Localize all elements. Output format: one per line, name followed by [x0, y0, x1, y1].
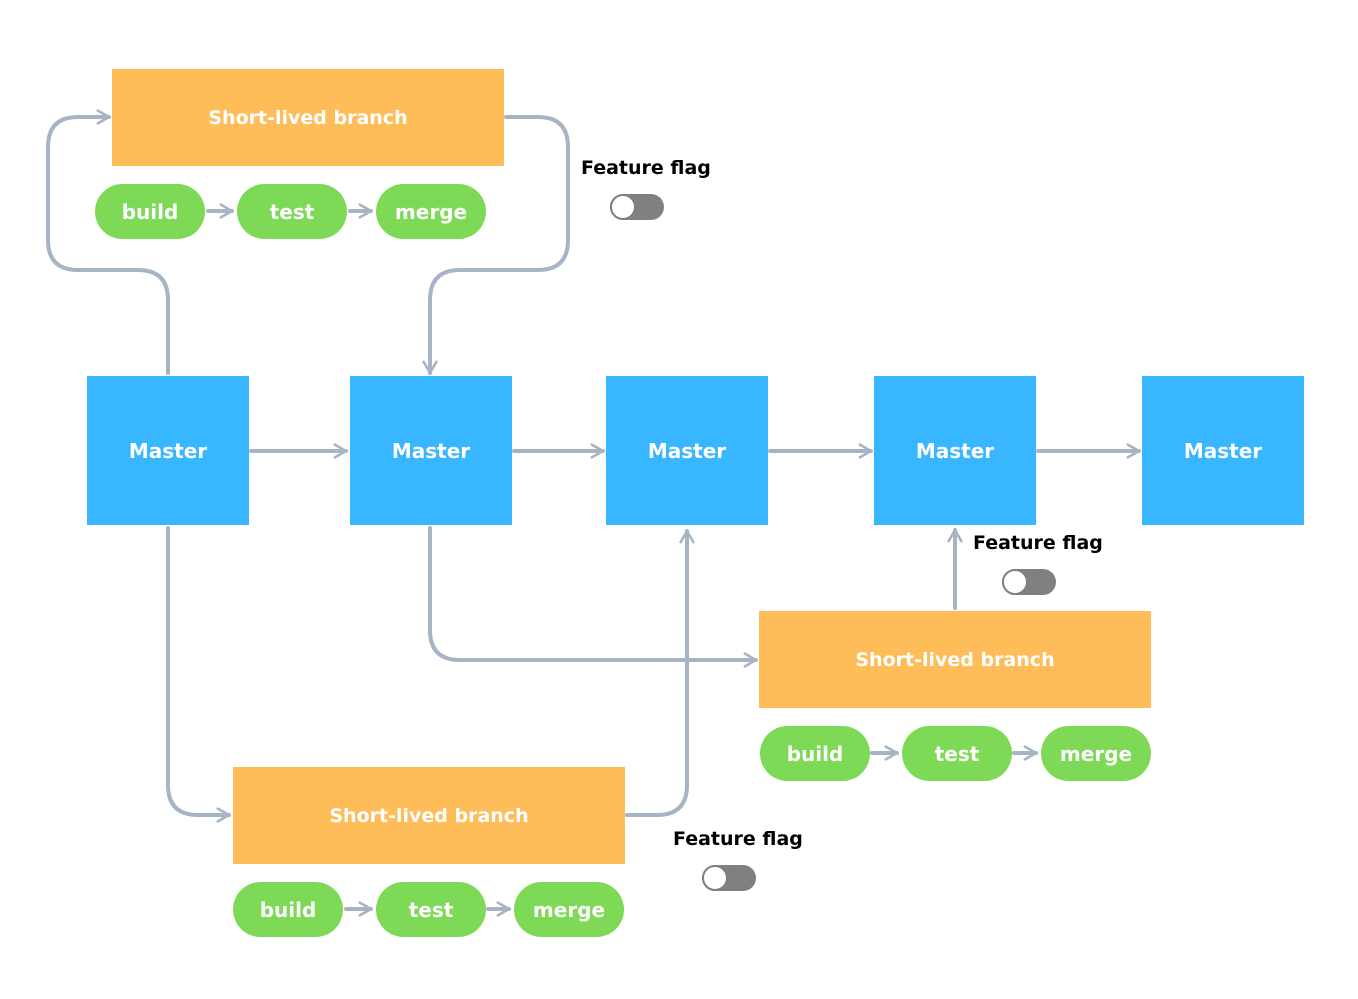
step-test: test: [237, 184, 347, 239]
toggle-switch-off-icon[interactable]: [1002, 569, 1056, 595]
connector-master1-to-bottom-branch: [166, 526, 231, 823]
toggle-knob: [702, 865, 728, 891]
feature-flag-label: Feature flag: [973, 532, 1103, 554]
master-node-4: Master: [874, 376, 1036, 525]
connector-top-branch-to-master2: [422, 115, 570, 375]
toggle-knob: [610, 194, 636, 220]
step-test: test: [902, 726, 1012, 781]
connector-master1-to-top-branch: [46, 109, 170, 375]
connector-bottom-branch-to-master3: [625, 529, 695, 817]
step-test: test: [376, 882, 486, 937]
feature-flag-label: Feature flag: [673, 828, 803, 850]
toggle-switch-off-icon[interactable]: [610, 194, 664, 220]
step-build: build: [95, 184, 205, 239]
connector-master2-to-right-branch: [428, 526, 758, 668]
toggle-switch-off-icon[interactable]: [702, 865, 756, 891]
short-lived-branch-right: Short-lived branch: [759, 611, 1151, 708]
master-node-1: Master: [87, 376, 249, 525]
master-node-2: Master: [350, 376, 512, 525]
short-lived-branch-bottom: Short-lived branch: [233, 767, 625, 864]
master-node-5: Master: [1142, 376, 1304, 525]
short-lived-branch-top: Short-lived branch: [112, 69, 504, 166]
step-build: build: [233, 882, 343, 937]
step-merge: merge: [514, 882, 624, 937]
step-merge: merge: [1041, 726, 1151, 781]
toggle-knob: [1002, 569, 1028, 595]
feature-flag-label: Feature flag: [581, 157, 711, 179]
step-merge: merge: [376, 184, 486, 239]
step-build: build: [760, 726, 870, 781]
master-node-3: Master: [606, 376, 768, 525]
